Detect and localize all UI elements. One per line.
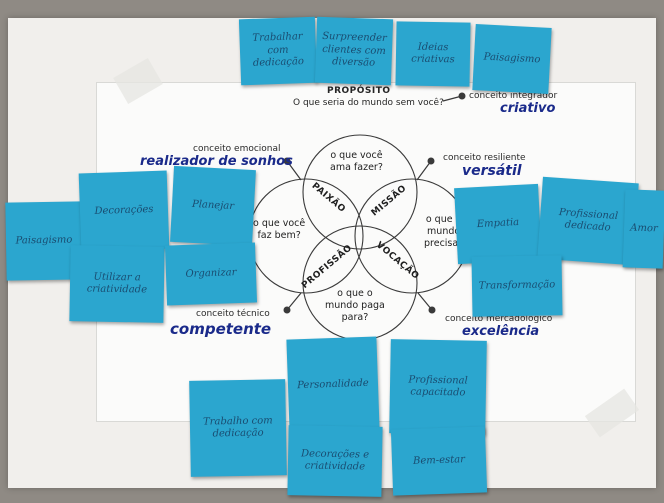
question-left: o que você faz bem?	[253, 218, 305, 242]
sticky-note-text: Amor	[630, 222, 658, 235]
question-bottom-text: o que o mundo paga para?	[325, 288, 385, 323]
sticky-note: Trabalhar com dedicação	[238, 16, 318, 86]
sticky-note-text: Planejar	[191, 198, 235, 212]
concept-emotional-word: realizador de sonhos	[140, 154, 293, 169]
sticky-note: Surpreender clientes com diversão	[314, 16, 394, 86]
sticky-note-text: Paisagismo	[483, 51, 541, 66]
sticky-note: Profissional capacitado	[389, 339, 487, 435]
sticky-note-text: Transformação	[478, 279, 556, 292]
sticky-note-text: Personalidade	[296, 377, 369, 391]
sticky-note-text: Paisagismo	[15, 234, 73, 247]
sticky-note-text: Profissional dedicado	[558, 206, 619, 234]
sticky-note: Decorações	[78, 170, 170, 252]
sticky-note-text: Utilizar a criatividade	[86, 271, 148, 296]
question-top: o que você ama fazer?	[330, 150, 383, 174]
sticky-note-text: Decorações e criatividade	[300, 447, 370, 473]
sticky-note-text: Bem-estar	[412, 453, 466, 467]
concept-technical-word: competente	[170, 320, 272, 338]
sticky-note: Amor	[622, 189, 664, 269]
sticky-note: Decorações e criatividade	[287, 425, 383, 497]
concept-market-label: conceito mercadológico	[445, 314, 553, 324]
sticky-note: Bem-estar	[390, 426, 488, 496]
concept-market-word: excelência	[462, 324, 540, 339]
sticky-note: Utilizar a criatividade	[69, 245, 165, 323]
sticky-note: Trabalho com dedicação	[189, 379, 287, 477]
purpose-question: O que seria do mundo sem você?	[293, 98, 444, 108]
question-left-text: o que você faz bem?	[253, 218, 306, 241]
purpose-concept-word: criativo	[500, 101, 556, 116]
sticky-note: Transformação	[471, 255, 563, 317]
circle-top	[302, 134, 418, 250]
sticky-note: Ideias criativas	[395, 21, 471, 87]
concept-technical-label: conceito técnico	[196, 309, 270, 319]
sticky-note-text: Empatia	[476, 216, 520, 230]
sticky-note: Organizar	[164, 242, 258, 306]
purpose-concept-label: conceito integrador	[469, 91, 558, 101]
sticky-note-text: Decorações	[94, 203, 154, 217]
sticky-note-text: Trabalho com dedicação	[202, 414, 273, 440]
sticky-note-text: Surpreender clientes com diversão	[321, 31, 387, 69]
question-bottom: o que o mundo paga para?	[325, 288, 385, 324]
sticky-note-text: Organizar	[185, 266, 237, 280]
sticky-note: Empatia	[454, 183, 542, 265]
sticky-note-text: Ideias criativas	[411, 41, 455, 66]
sticky-note: Planejar	[170, 165, 256, 247]
pin-resilient	[427, 157, 435, 165]
concept-resilient-word: versátil	[462, 163, 522, 179]
sticky-note-text: Trabalhar com dedicação	[252, 31, 305, 70]
pin-purpose	[458, 92, 466, 100]
pin-technical	[283, 306, 291, 314]
concept-emotional-label: conceito emocional	[193, 144, 281, 154]
concept-resilient-label: conceito resiliente	[443, 153, 526, 163]
sticky-note-text: Profissional capacitado	[408, 373, 468, 399]
question-top-text: o que você ama fazer?	[330, 150, 383, 173]
pin-emotional	[283, 157, 291, 165]
sticky-note: Personalidade	[286, 336, 380, 434]
sticky-note: Paisagismo	[472, 24, 552, 94]
pin-market	[428, 306, 436, 314]
purpose-title: PROPÓSITO	[327, 86, 391, 96]
